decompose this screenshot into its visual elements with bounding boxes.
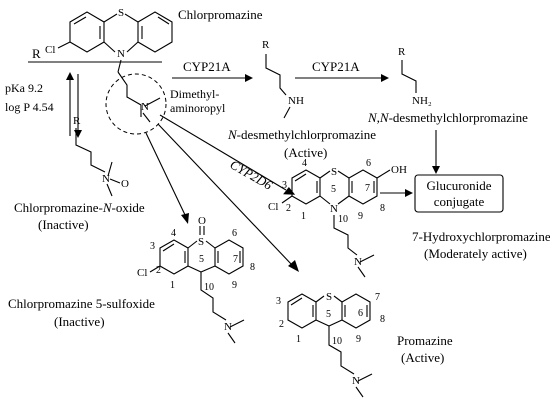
sulfoxide-oxygen: O	[198, 215, 206, 227]
promazine-pos-9: 9	[356, 334, 361, 345]
didesmethyl-nh2: NH₂	[412, 95, 432, 107]
sulfoxide-side-nitrogen: N	[224, 321, 232, 333]
glucuronide-line1: Glucuronide	[427, 178, 492, 193]
hydroxy-pos-8: 8	[380, 203, 385, 214]
side-chain-nitrogen: N	[141, 101, 149, 113]
n-oxide-oxygen: O	[121, 178, 129, 190]
sulfoxide-pos-7: 7	[233, 254, 238, 265]
promazine-pos-8: 8	[380, 314, 385, 325]
sulfoxide-chlorine: Cl	[137, 267, 147, 279]
hydroxy-oh: OH	[391, 164, 407, 176]
promazine-pos-1: 1	[296, 334, 301, 345]
glucuronide-line2: conjugate	[434, 194, 485, 209]
promazine-side-nitrogen: N	[352, 375, 360, 387]
side-chain-label-2: aminoropyl	[170, 101, 226, 115]
dechlorination-arrow	[157, 123, 294, 267]
hydroxy-pos-2: 2	[286, 203, 291, 214]
didesmethyl-structure: R NH₂	[398, 46, 432, 107]
sulfoxide-pos-9: 9	[232, 280, 237, 291]
sulfoxide-pos-1: 1	[170, 280, 175, 291]
hydroxy-name: 7-Hydroxychlorpromazine	[412, 229, 550, 244]
chlorpromazine-name: Chlorpromazine	[178, 7, 263, 22]
desmethyl-structure: R NH	[262, 39, 304, 119]
hydroxy-pos-6: 6	[366, 158, 371, 169]
desmethyl-nh: NH	[288, 95, 304, 107]
sulfoxide-pos-10: 10	[204, 282, 214, 293]
sulfoxide-pos-4: 4	[171, 228, 176, 239]
hydroxy-pos-4: 4	[302, 158, 307, 169]
didesmethyl-r: R	[398, 46, 406, 58]
hydroxy-activity: (Moderately active)	[424, 246, 527, 261]
hydroxy-pos-3: 3	[282, 180, 287, 191]
chlorpromazine-r-label: R	[32, 46, 41, 61]
promazine-structure: S 3 5 6 7 2 8 1 10 9 N	[276, 291, 385, 398]
n-oxidation-arrows	[66, 72, 82, 138]
n-oxide-activity: (Inactive)	[38, 217, 89, 232]
promazine-pos-7: 7	[375, 292, 380, 303]
promazine-pos-2: 2	[279, 319, 284, 330]
promazine-pos-6: 6	[358, 308, 363, 319]
promazine-activity: (Active)	[401, 350, 444, 365]
sulfoxide-pos-3: 3	[150, 241, 155, 252]
hydroxy-pos-7: 7	[365, 183, 370, 194]
sulfoxide-name: Chlorpromazine 5-sulfoxide	[8, 296, 155, 311]
side-chain-highlight	[105, 73, 167, 135]
side-chain-label-1: Dimethyl-	[170, 87, 219, 101]
enzyme-cyp21a-2: CYP21A	[312, 59, 360, 74]
promazine-sulfur: S	[326, 291, 332, 303]
desmethyl-activity: (Active)	[284, 145, 327, 160]
hydroxy-chlorine: Cl	[268, 201, 278, 213]
promazine-pos-3: 3	[276, 296, 281, 307]
n-oxide-structure: R N O	[73, 115, 129, 197]
chlorpromazine-nitrogen: N	[117, 48, 125, 60]
glucuronide-box	[414, 174, 504, 213]
n-oxide-r: R	[73, 115, 81, 127]
sulfoxide-pos-2: 2	[156, 265, 161, 276]
promazine-name: Promazine	[397, 333, 453, 348]
sulfoxide-pos-6: 6	[232, 228, 237, 239]
hydroxy-pos-9: 9	[358, 211, 363, 222]
hydroxy-pos-10: 10	[338, 214, 348, 225]
n-oxide-name: Chlorpromazine-N-oxide	[14, 200, 145, 215]
didesmethyl-name: N,N-desmethylchlorpromazine	[367, 110, 528, 125]
desmethyl-name: N-desmethylchlorpromazine	[227, 127, 376, 142]
hydroxy-structure: S N OH Cl 4 5 6 3 7 2 8 1 10 9 N	[268, 158, 407, 278]
hydroxy-pos-1: 1	[301, 211, 306, 222]
hydroxy-pos-5: 5	[331, 184, 336, 195]
enzyme-cyp2d6: CYP2D6	[228, 157, 276, 193]
logp-label: log P 4.54	[5, 100, 54, 114]
sulfoxide-pos-8: 8	[250, 262, 255, 273]
sulfoxide-pos-5: 5	[199, 254, 204, 265]
hydroxy-side-nitrogen: N	[354, 256, 362, 268]
pka-label: pKa 9.2	[5, 81, 43, 95]
desmethyl-r: R	[262, 39, 270, 51]
n-oxide-nitrogen: N	[102, 173, 110, 185]
sulfoxide-sulfur: S	[198, 236, 204, 248]
hydroxy-nitrogen: N	[330, 203, 338, 215]
hydroxylation-arrow	[159, 114, 287, 191]
hydroxy-sulfur: S	[331, 166, 337, 178]
chlorpromazine-chlorine: Cl	[45, 44, 55, 56]
sulfoxide-activity: (Inactive)	[54, 314, 105, 329]
promazine-pos-5: 5	[326, 309, 331, 320]
sulfoxide-structure: O S Cl 4 5 6 3 7 2 8 1 10 9 N	[137, 215, 255, 344]
chlorpromazine-sulfur: S	[118, 7, 124, 19]
chlorpromazine-structure: S N Cl R N	[28, 7, 173, 135]
promazine-pos-10: 10	[332, 336, 342, 347]
sulfoxidation-arrow	[145, 132, 187, 218]
enzyme-cyp21a-1: CYP21A	[183, 59, 231, 74]
